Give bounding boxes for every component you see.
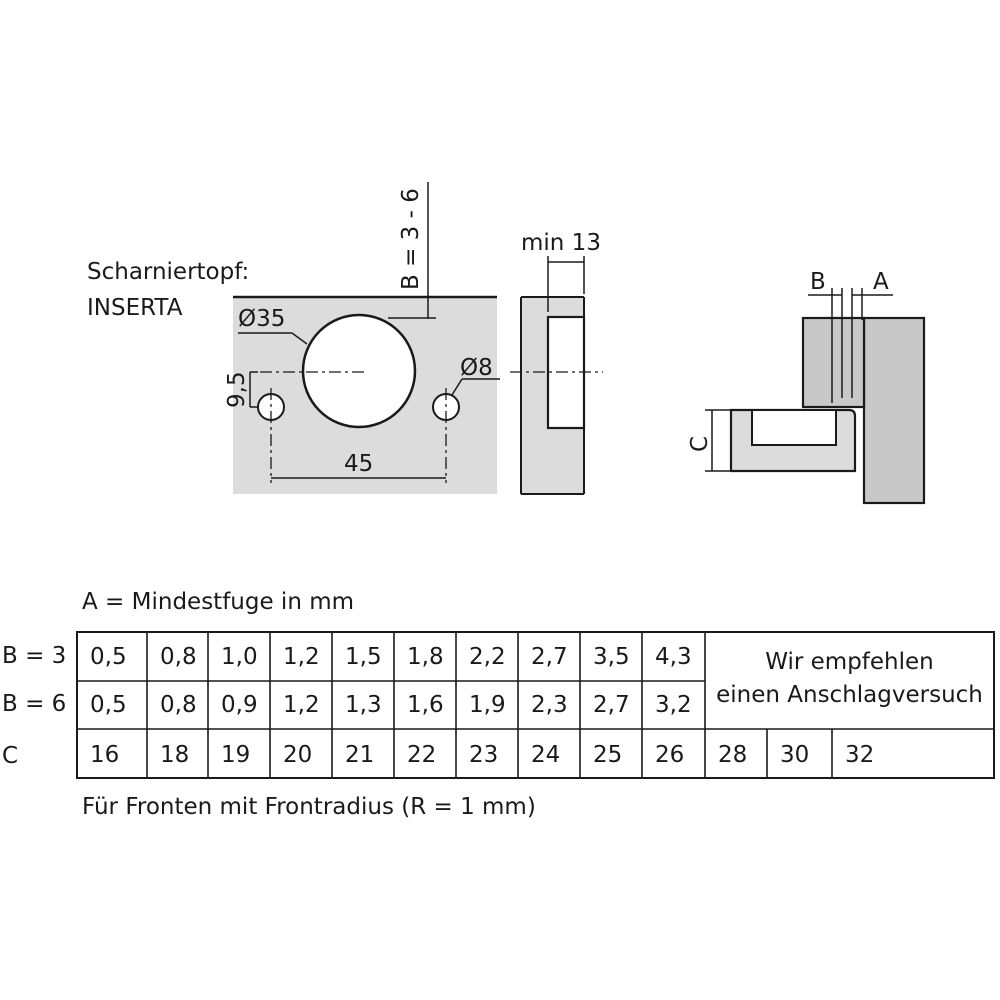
table-cell: 28 <box>718 742 748 768</box>
table-cell: 1,0 <box>221 644 258 670</box>
table-cell: 1,9 <box>469 692 506 718</box>
table-cell: 25 <box>593 742 623 768</box>
table-cell: 0,5 <box>90 644 127 670</box>
bore-diameter-label: Ø35 <box>238 306 285 332</box>
door-upper-block <box>801 316 866 409</box>
hole-diameter-label: Ø8 <box>460 355 493 381</box>
row-label-b6: B = 6 <box>2 691 67 717</box>
offset-label: 9,5 <box>224 371 250 408</box>
table-cell: 2,7 <box>531 644 568 670</box>
table-frame <box>76 631 995 779</box>
recommendation-line-1: Wir empfehlen <box>765 649 934 675</box>
table-cell: 18 <box>160 742 190 768</box>
table-cell: 1,6 <box>407 692 444 718</box>
table-footnote: Für Fronten mit Frontradius (R = 1 mm) <box>82 794 536 820</box>
table-cell: 1,2 <box>283 644 320 670</box>
spacing-dimension-label: 45 <box>344 451 373 477</box>
row-label-c: C <box>2 743 19 769</box>
bore-leader-slant <box>291 332 308 345</box>
table-cell: 21 <box>345 742 375 768</box>
overlay-label: C <box>687 436 713 452</box>
table-cell: 2,7 <box>593 692 630 718</box>
table-cell: 0,8 <box>160 692 197 718</box>
recommendation-note: Wir empfehlen einen Anschlagversuch <box>705 646 994 712</box>
table-cell: 23 <box>469 742 499 768</box>
table-cell: 3,2 <box>655 692 692 718</box>
table-cell: 4,3 <box>655 644 692 670</box>
table-cell: 30 <box>780 742 810 768</box>
side-b-label: B <box>810 269 826 295</box>
table-cell: 2,2 <box>469 644 506 670</box>
table-cell: 1,5 <box>345 644 382 670</box>
table-cell: 22 <box>407 742 437 768</box>
table-cell: 19 <box>221 742 251 768</box>
side-a-label: A <box>873 269 889 295</box>
table-cell: 0,8 <box>160 644 197 670</box>
table-cell: 1,8 <box>407 644 444 670</box>
table-caption: A = Mindestfuge in mm <box>82 589 355 615</box>
table-cell: 24 <box>531 742 561 768</box>
recommendation-line-2: einen Anschlagversuch <box>716 682 983 708</box>
table-cell: 0,9 <box>221 692 258 718</box>
hole-leader-slant <box>451 378 463 396</box>
table-cell: 32 <box>845 742 875 768</box>
table-cell: 1,2 <box>283 692 320 718</box>
edge-distance-label: B = 3 - 6 <box>398 188 424 290</box>
min-thickness-label: min 13 <box>521 230 601 256</box>
door-cup-recess <box>751 409 837 446</box>
cup-label-line-1: Scharniertopf: <box>87 259 250 285</box>
row-label-b3: B = 3 <box>2 643 67 669</box>
cup-bore <box>301 313 417 429</box>
table-cell: 20 <box>283 742 313 768</box>
table-cell: 2,3 <box>531 692 568 718</box>
cabinet-side-panel <box>862 316 926 505</box>
table-cell: 26 <box>655 742 685 768</box>
cup-label-line-2: INSERTA <box>87 295 183 321</box>
table-cell: 1,3 <box>345 692 382 718</box>
table-cell: 16 <box>90 742 120 768</box>
table-cell: 3,5 <box>593 644 630 670</box>
table-cell: 0,5 <box>90 692 127 718</box>
